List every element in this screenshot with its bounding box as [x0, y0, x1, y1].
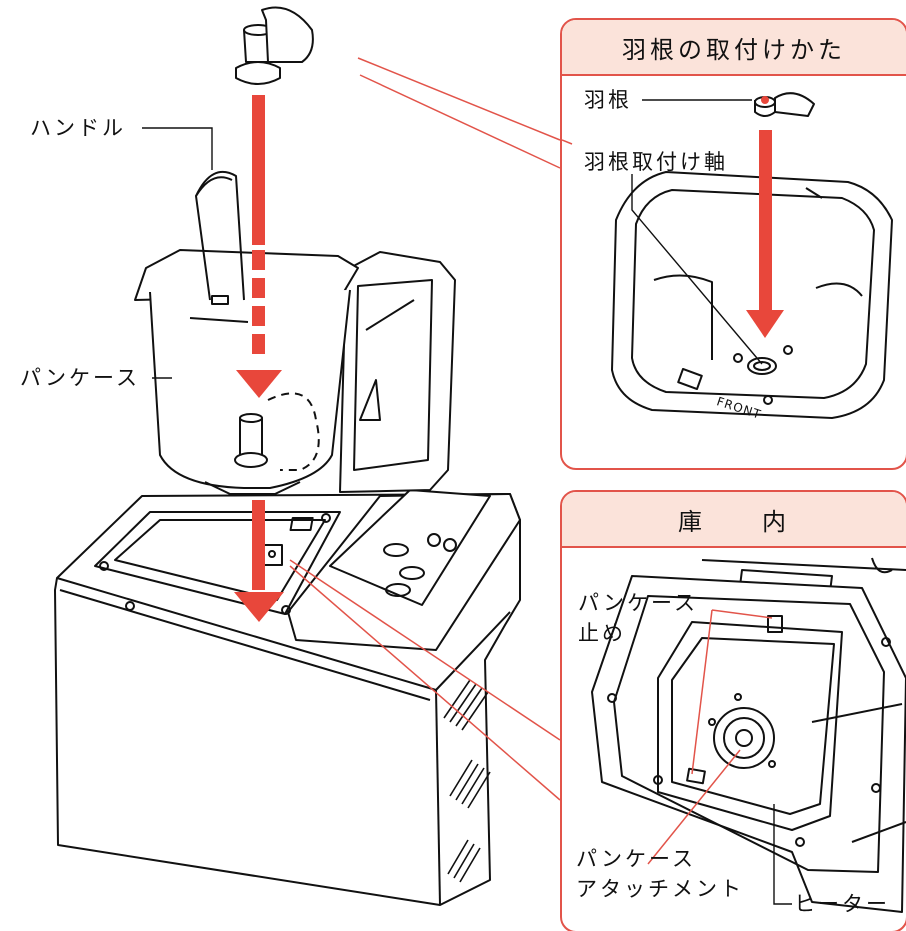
blade-attachment-illustration [562, 92, 893, 419]
pan-case [134, 171, 359, 495]
panel-title-blade: 羽根の取付けかた [562, 20, 906, 76]
interior-panel: 庫 内 [560, 490, 906, 931]
blade-shaft-label: 羽根取付け軸 [584, 150, 728, 174]
blade-attachment-panel: 羽根の取付けかた [560, 18, 906, 470]
interior-illustration [591, 557, 906, 913]
panel-title-interior: 庫 内 [562, 492, 906, 548]
pan-case-stopper-label: パンケース 止め [578, 591, 698, 645]
blade-part [235, 6, 314, 85]
pan-case-attachment-label: パンケース アタッチメント [576, 847, 744, 901]
bread-maker-body [54, 489, 521, 906]
blade-label: 羽根 [584, 88, 632, 112]
handle-label: ハンドル [30, 116, 126, 140]
assembly-arrows [234, 95, 284, 622]
heater-label: ヒーター [794, 892, 890, 916]
lid [339, 251, 456, 493]
pan-case-label: パンケース [20, 366, 140, 390]
